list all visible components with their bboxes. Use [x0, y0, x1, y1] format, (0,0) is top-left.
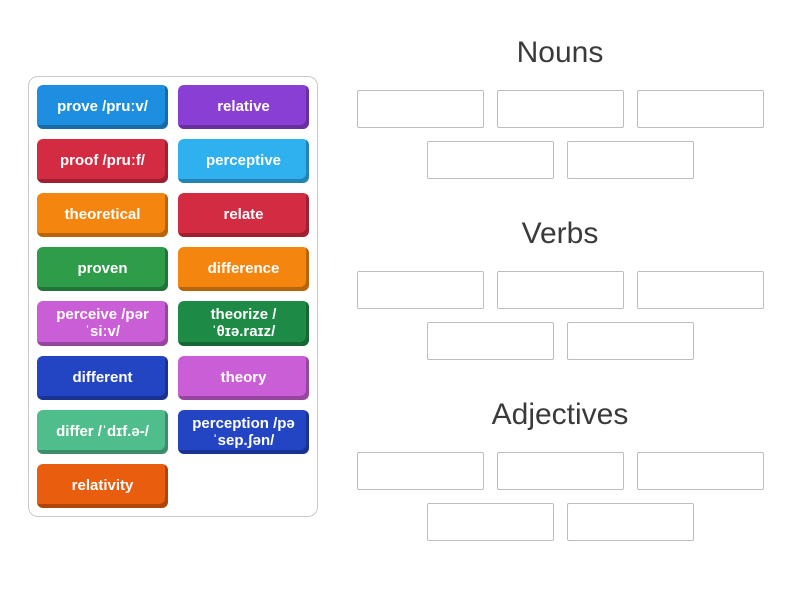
word-tile[interactable]: proof /pruːf/ [37, 139, 168, 183]
drop-slot[interactable] [496, 271, 624, 309]
group-adjectives: Adjectives [350, 398, 770, 541]
slot-row [426, 141, 694, 179]
slot-row [426, 503, 694, 541]
group-slots-verbs [356, 271, 764, 360]
slot-row [426, 322, 694, 360]
word-tile[interactable]: proven [37, 247, 168, 291]
drop-slot[interactable] [566, 503, 694, 541]
drop-slot[interactable] [496, 452, 624, 490]
group-title-verbs: Verbs [521, 217, 599, 250]
word-tile[interactable]: relativity [37, 464, 168, 508]
word-tile[interactable]: perceive /pərˈsiːv/ [37, 301, 168, 346]
drop-slot[interactable] [636, 90, 764, 128]
drop-slot[interactable] [636, 271, 764, 309]
word-tile[interactable]: perception /pəˈsep.ʃən/ [178, 409, 309, 454]
word-tile[interactable]: difference [178, 247, 309, 291]
group-title-nouns: Nouns [516, 36, 604, 69]
word-tile[interactable]: differ /ˈdɪf.ə-/ [37, 409, 168, 454]
group-slots-adjectives [356, 452, 764, 541]
word-tile[interactable]: theory [178, 355, 309, 400]
group-title-adjectives: Adjectives [491, 398, 629, 431]
drop-slot[interactable] [636, 452, 764, 490]
drop-slot[interactable] [566, 322, 694, 360]
word-tile[interactable]: theorize /ˈθɪə.raɪz/ [178, 301, 309, 346]
drop-slot[interactable] [356, 90, 484, 128]
drop-slot[interactable] [426, 322, 554, 360]
drop-slot[interactable] [356, 271, 484, 309]
group-nouns: Nouns [350, 36, 770, 179]
groups-column: Nouns Verbs Adjectives [350, 36, 770, 579]
slot-row [356, 271, 764, 309]
slot-row [356, 452, 764, 490]
drop-slot[interactable] [426, 141, 554, 179]
group-slots-nouns [356, 90, 764, 179]
drop-slot[interactable] [356, 452, 484, 490]
drop-slot[interactable] [566, 141, 694, 179]
word-tile[interactable]: relate [178, 193, 309, 237]
drop-slot[interactable] [496, 90, 624, 128]
slot-row [356, 90, 764, 128]
drop-slot[interactable] [426, 503, 554, 541]
word-tile[interactable]: prove /pruːv/ [37, 85, 168, 129]
word-tile[interactable]: relative [178, 85, 309, 129]
word-tile[interactable]: perceptive [178, 139, 309, 183]
word-tile[interactable]: theoretical [37, 193, 168, 237]
word-tile[interactable]: different [37, 355, 168, 400]
group-verbs: Verbs [350, 217, 770, 360]
